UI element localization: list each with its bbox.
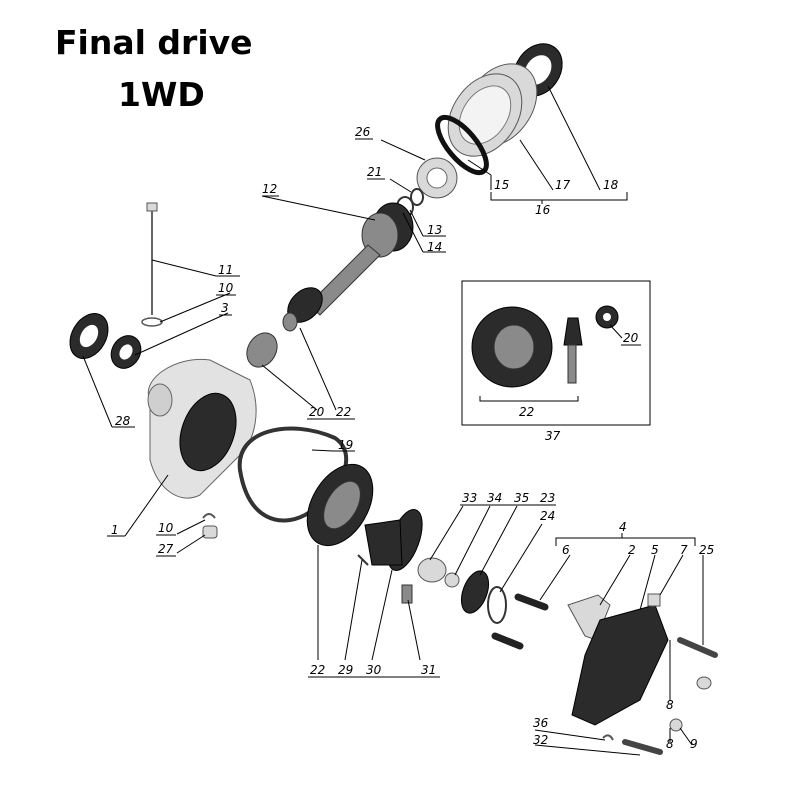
part-3-seal	[110, 335, 142, 369]
label-21: 21	[367, 165, 382, 179]
label-26: 26	[355, 125, 371, 139]
label-36: 36	[533, 716, 549, 730]
part-28-seal	[69, 313, 109, 359]
label-2: 2	[628, 543, 636, 557]
label-6: 6	[562, 543, 570, 557]
label-28: 28	[115, 414, 131, 428]
part-10-pin	[202, 513, 216, 519]
label-35: 35	[514, 491, 529, 505]
leader-lines	[82, 85, 704, 756]
part-6-studs	[491, 593, 549, 650]
label-12: 12	[262, 182, 277, 196]
part-34-nut	[444, 572, 460, 588]
label-29: 29	[338, 663, 353, 677]
label-7: 7	[680, 543, 688, 557]
part-32-bolt	[622, 739, 663, 755]
part-26-lock-washer	[416, 157, 458, 199]
label-8-upper: 8	[666, 698, 674, 712]
inset-pinion	[563, 317, 583, 384]
label-22-pinion: 22	[336, 405, 351, 419]
label-25: 25	[699, 543, 714, 557]
part-27-plug	[202, 525, 218, 539]
part-29-pin	[357, 554, 369, 566]
label-underlines	[156, 138, 641, 678]
part-5-cover	[571, 604, 669, 726]
label-16: 16	[535, 203, 551, 217]
label-14: 14	[427, 240, 442, 254]
part-33-spacer	[417, 557, 447, 583]
label-33: 33	[462, 491, 477, 505]
part-1-housing	[147, 358, 257, 499]
label-3: 3	[221, 301, 229, 315]
part-22-pinion-shaft	[282, 244, 381, 332]
label-4: 4	[619, 520, 627, 534]
label-27: 27	[158, 542, 174, 556]
label-18: 18	[603, 178, 619, 192]
label-11: 11	[218, 263, 233, 277]
part-31-screw	[401, 584, 413, 604]
inset-crown-wheel	[471, 306, 553, 388]
diagram-title-line2: 1WD	[118, 75, 205, 114]
inset-bearing-20	[595, 305, 619, 329]
label-20-inset: 20	[623, 331, 639, 345]
part-22-crown-wheel	[306, 463, 374, 547]
part-25-bolt	[677, 637, 718, 658]
part-36-pin	[602, 734, 614, 741]
part-23-circlip	[487, 586, 507, 624]
label-30: 30	[366, 663, 382, 677]
label-34: 34	[487, 491, 502, 505]
part-12-bearing	[361, 202, 414, 258]
part-20-bearing	[246, 332, 278, 368]
label-22-inset: 22	[519, 405, 534, 419]
part-30-carrier	[364, 509, 423, 571]
label-5: 5	[651, 543, 659, 557]
label-15: 15	[494, 178, 509, 192]
part-8-washer	[696, 676, 712, 690]
label-24: 24	[540, 509, 555, 523]
part-8-washer-lower	[669, 718, 683, 732]
part-21-circlip	[410, 188, 424, 206]
label-19: 19	[338, 438, 353, 452]
label-1: 1	[111, 523, 119, 537]
label-13: 13	[427, 223, 442, 237]
inset-box-37	[461, 280, 651, 426]
label-8-lower: 8	[666, 737, 674, 751]
label-37: 37	[545, 429, 561, 443]
part-16-bearing	[447, 63, 538, 157]
label-22-crown: 22	[310, 663, 325, 677]
label-31: 31	[421, 663, 436, 677]
label-10-lower: 10	[158, 521, 174, 535]
label-32: 32	[533, 733, 548, 747]
diagram-title-line1: Final drive	[55, 23, 253, 62]
part-15-ring	[435, 114, 489, 176]
label-10-upper: 10	[218, 281, 234, 295]
part-11-dipstick	[141, 202, 163, 327]
label-20-left: 20	[309, 405, 325, 419]
label-23: 23	[540, 491, 555, 505]
part-7-breather	[647, 593, 661, 607]
label-17: 17	[555, 178, 571, 192]
label-9: 9	[690, 737, 698, 751]
